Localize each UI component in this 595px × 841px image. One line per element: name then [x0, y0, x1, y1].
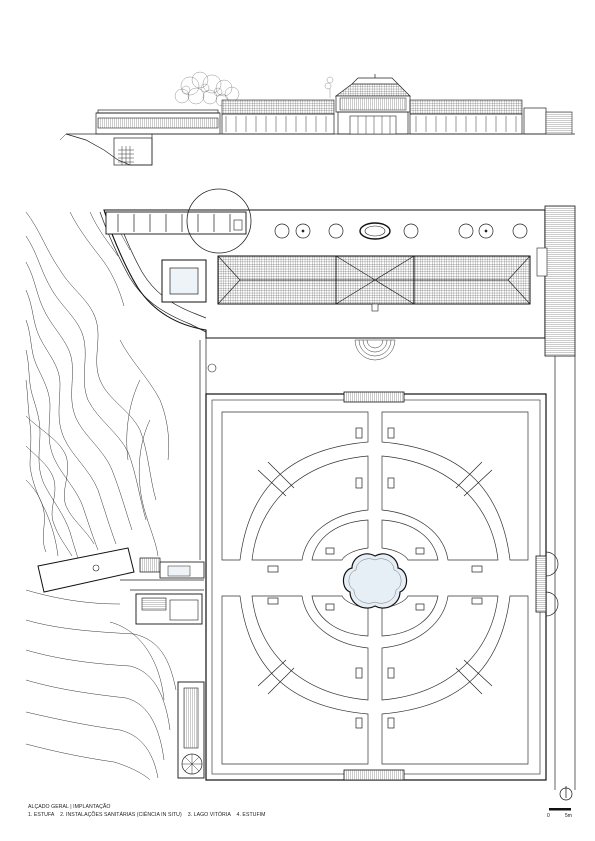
lower-left-buildings: [37, 547, 205, 779]
elevation-view: [59, 71, 575, 166]
semicircle-steps: [354, 339, 396, 361]
site-plan: [25, 188, 576, 811]
oval-pond: [359, 222, 391, 240]
tree-small: [324, 76, 334, 98]
detail-callout-circle: [186, 188, 252, 254]
central-lake: [342, 553, 408, 609]
scale-end-label: 5m: [565, 813, 572, 819]
caption-legend: 1. ESTUFA 2. INSTALAÇÕES SANITÁRIAS (CIÊ…: [28, 812, 266, 818]
formal-garden: [205, 391, 559, 781]
caption-title: ALÇADO GERAL | IMPLANTAÇÃO: [28, 804, 111, 810]
planters: [274, 223, 528, 239]
scale-start-label: 0: [547, 813, 550, 819]
scale-bar: [549, 808, 571, 811]
north-arrow-icon: [559, 786, 573, 801]
contour-lines: [25, 211, 177, 781]
drawing-caption: ALÇADO GERAL | IMPLANTAÇÃO 1. ESTUFA 2. …: [28, 803, 266, 819]
